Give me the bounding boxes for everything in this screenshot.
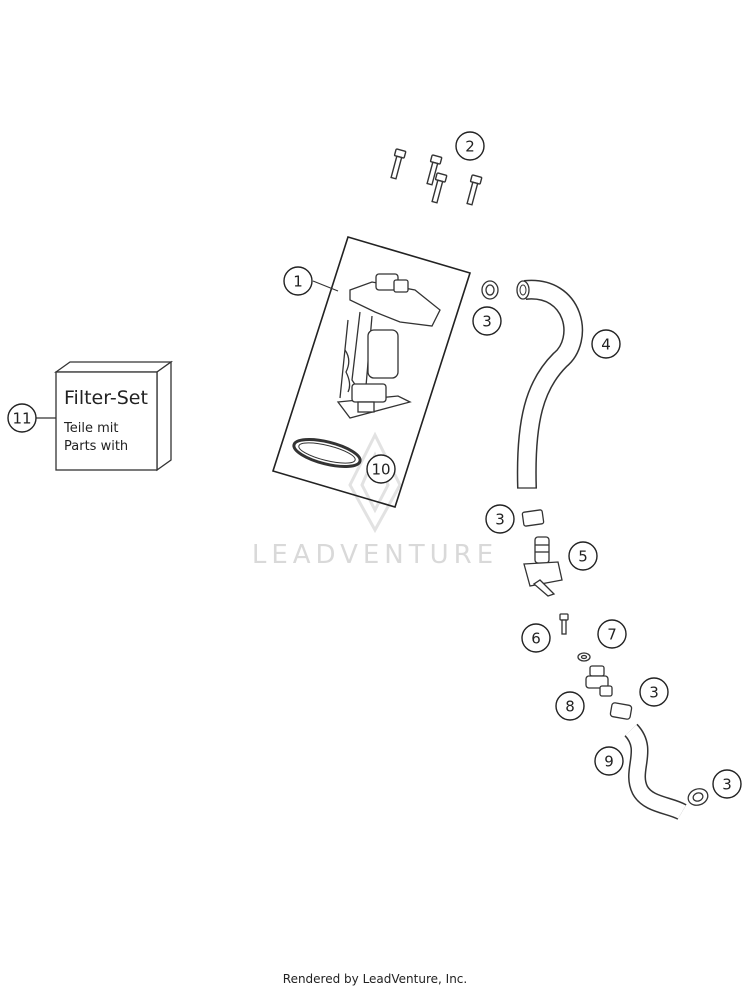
callout-3-d: 3 bbox=[712, 769, 742, 799]
callout-8: 8 bbox=[555, 691, 585, 721]
filter-set-line-1: Teile mit bbox=[63, 421, 118, 436]
fuel-hose-part-4 bbox=[516, 279, 584, 489]
svg-text:5: 5 bbox=[578, 548, 588, 566]
callout-2: 2 bbox=[455, 131, 485, 161]
svg-text:8: 8 bbox=[565, 698, 575, 716]
watermark-logo bbox=[348, 431, 402, 534]
filter-set-title: Filter-Set bbox=[64, 387, 148, 409]
fuel-pump-part-1 bbox=[336, 273, 441, 419]
callout-3-b: 3 bbox=[485, 504, 515, 534]
svg-text:6: 6 bbox=[531, 630, 541, 648]
svg-text:9: 9 bbox=[604, 753, 614, 771]
svg-text:3: 3 bbox=[649, 684, 659, 702]
callout-1: 1 bbox=[283, 266, 313, 296]
callout-6: 6 bbox=[521, 623, 551, 653]
callout-3-a: 3 bbox=[472, 306, 502, 336]
svg-text:2: 2 bbox=[465, 138, 475, 156]
screws-part-2 bbox=[390, 148, 483, 206]
screw-part-6 bbox=[559, 613, 569, 635]
washer-part-7 bbox=[577, 652, 591, 662]
watermark-text: LEADVENTURE bbox=[252, 540, 498, 570]
callout-7: 7 bbox=[597, 619, 627, 649]
connector-part-5 bbox=[523, 536, 563, 597]
callout-3-c: 3 bbox=[639, 677, 669, 707]
valve-part-8 bbox=[585, 665, 613, 697]
callout-4: 4 bbox=[591, 329, 621, 359]
callout-9: 9 bbox=[594, 746, 624, 776]
filter-set-line-2: Parts with bbox=[64, 439, 128, 454]
seal-ring-part-10 bbox=[292, 438, 362, 468]
callout-5: 5 bbox=[568, 541, 598, 571]
filter-set-box: Filter-Set Teile mit Parts with bbox=[53, 360, 174, 472]
clamp-part-3-d bbox=[687, 788, 709, 806]
svg-text:10: 10 bbox=[371, 461, 390, 479]
callout-10: 10 bbox=[366, 454, 396, 484]
callout-11: 11 bbox=[7, 403, 37, 433]
footer-credit: Rendered by LeadVenture, Inc. bbox=[282, 972, 468, 986]
svg-text:3: 3 bbox=[482, 313, 492, 331]
svg-text:1: 1 bbox=[293, 273, 303, 291]
svg-text:11: 11 bbox=[12, 410, 31, 428]
clamp-part-3-a bbox=[481, 280, 499, 300]
svg-text:3: 3 bbox=[722, 776, 732, 794]
clamp-part-3-c bbox=[609, 702, 633, 720]
kit-frame bbox=[271, 236, 472, 508]
hose-part-9 bbox=[623, 723, 687, 821]
svg-text:7: 7 bbox=[607, 626, 617, 644]
svg-text:3: 3 bbox=[495, 511, 505, 529]
clamp-part-3-b bbox=[521, 509, 545, 527]
svg-text:4: 4 bbox=[601, 336, 611, 354]
leader-lines bbox=[36, 280, 339, 419]
